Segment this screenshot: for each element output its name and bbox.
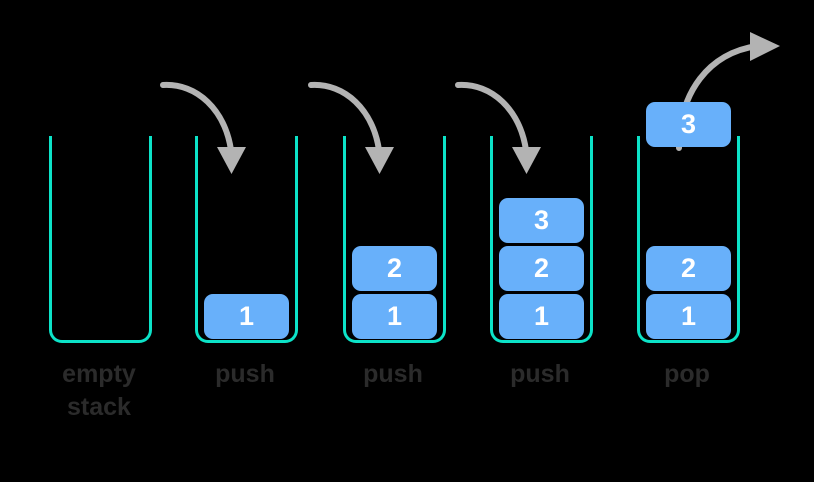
stack-block-value: 3 <box>680 109 697 139</box>
stack-block-value: 1 <box>533 301 550 331</box>
stack-block[interactable]: 3 <box>499 198 584 243</box>
stack-container <box>637 136 740 343</box>
stage-caption: push <box>363 360 423 388</box>
stage-pop: 1 2 3 pop <box>613 0 780 482</box>
stage-caption: push <box>510 360 570 388</box>
stack-blocks: 1 <box>200 136 293 343</box>
stage-caption: push <box>215 360 275 388</box>
stack-block-value: 3 <box>533 205 550 235</box>
stage-push-1: 1 push <box>160 0 319 482</box>
stack-block-value: 2 <box>386 253 403 283</box>
stack-block-value: 2 <box>533 253 550 283</box>
stack-container <box>343 136 446 343</box>
stack-block-value: 1 <box>680 301 697 331</box>
stack-container <box>490 136 593 343</box>
stack-blocks <box>54 136 147 343</box>
stack-container <box>195 136 298 343</box>
stack-block[interactable]: 1 <box>499 294 584 339</box>
stage-push-3: 1 2 3 push <box>455 0 614 482</box>
stack-container <box>49 136 152 343</box>
stage-empty: empty stack <box>25 0 173 482</box>
stack-block[interactable]: 2 <box>352 246 437 291</box>
stack-block-value: 1 <box>386 301 403 331</box>
stack-block[interactable]: 1 <box>646 294 731 339</box>
stack-block[interactable]: 1 <box>204 294 289 339</box>
stack-block[interactable]: 3 <box>646 102 731 147</box>
stack-blocks: 1 2 3 <box>495 136 588 343</box>
stack-blocks: 1 2 3 <box>642 102 735 343</box>
stage-caption: empty stack <box>62 360 136 421</box>
stack-block[interactable]: 2 <box>646 246 731 291</box>
stack-block-value: 1 <box>238 301 255 331</box>
stage-caption: pop <box>664 360 710 388</box>
stack-block[interactable]: 1 <box>352 294 437 339</box>
stack-block[interactable]: 2 <box>499 246 584 291</box>
stack-block-value: 2 <box>680 253 697 283</box>
